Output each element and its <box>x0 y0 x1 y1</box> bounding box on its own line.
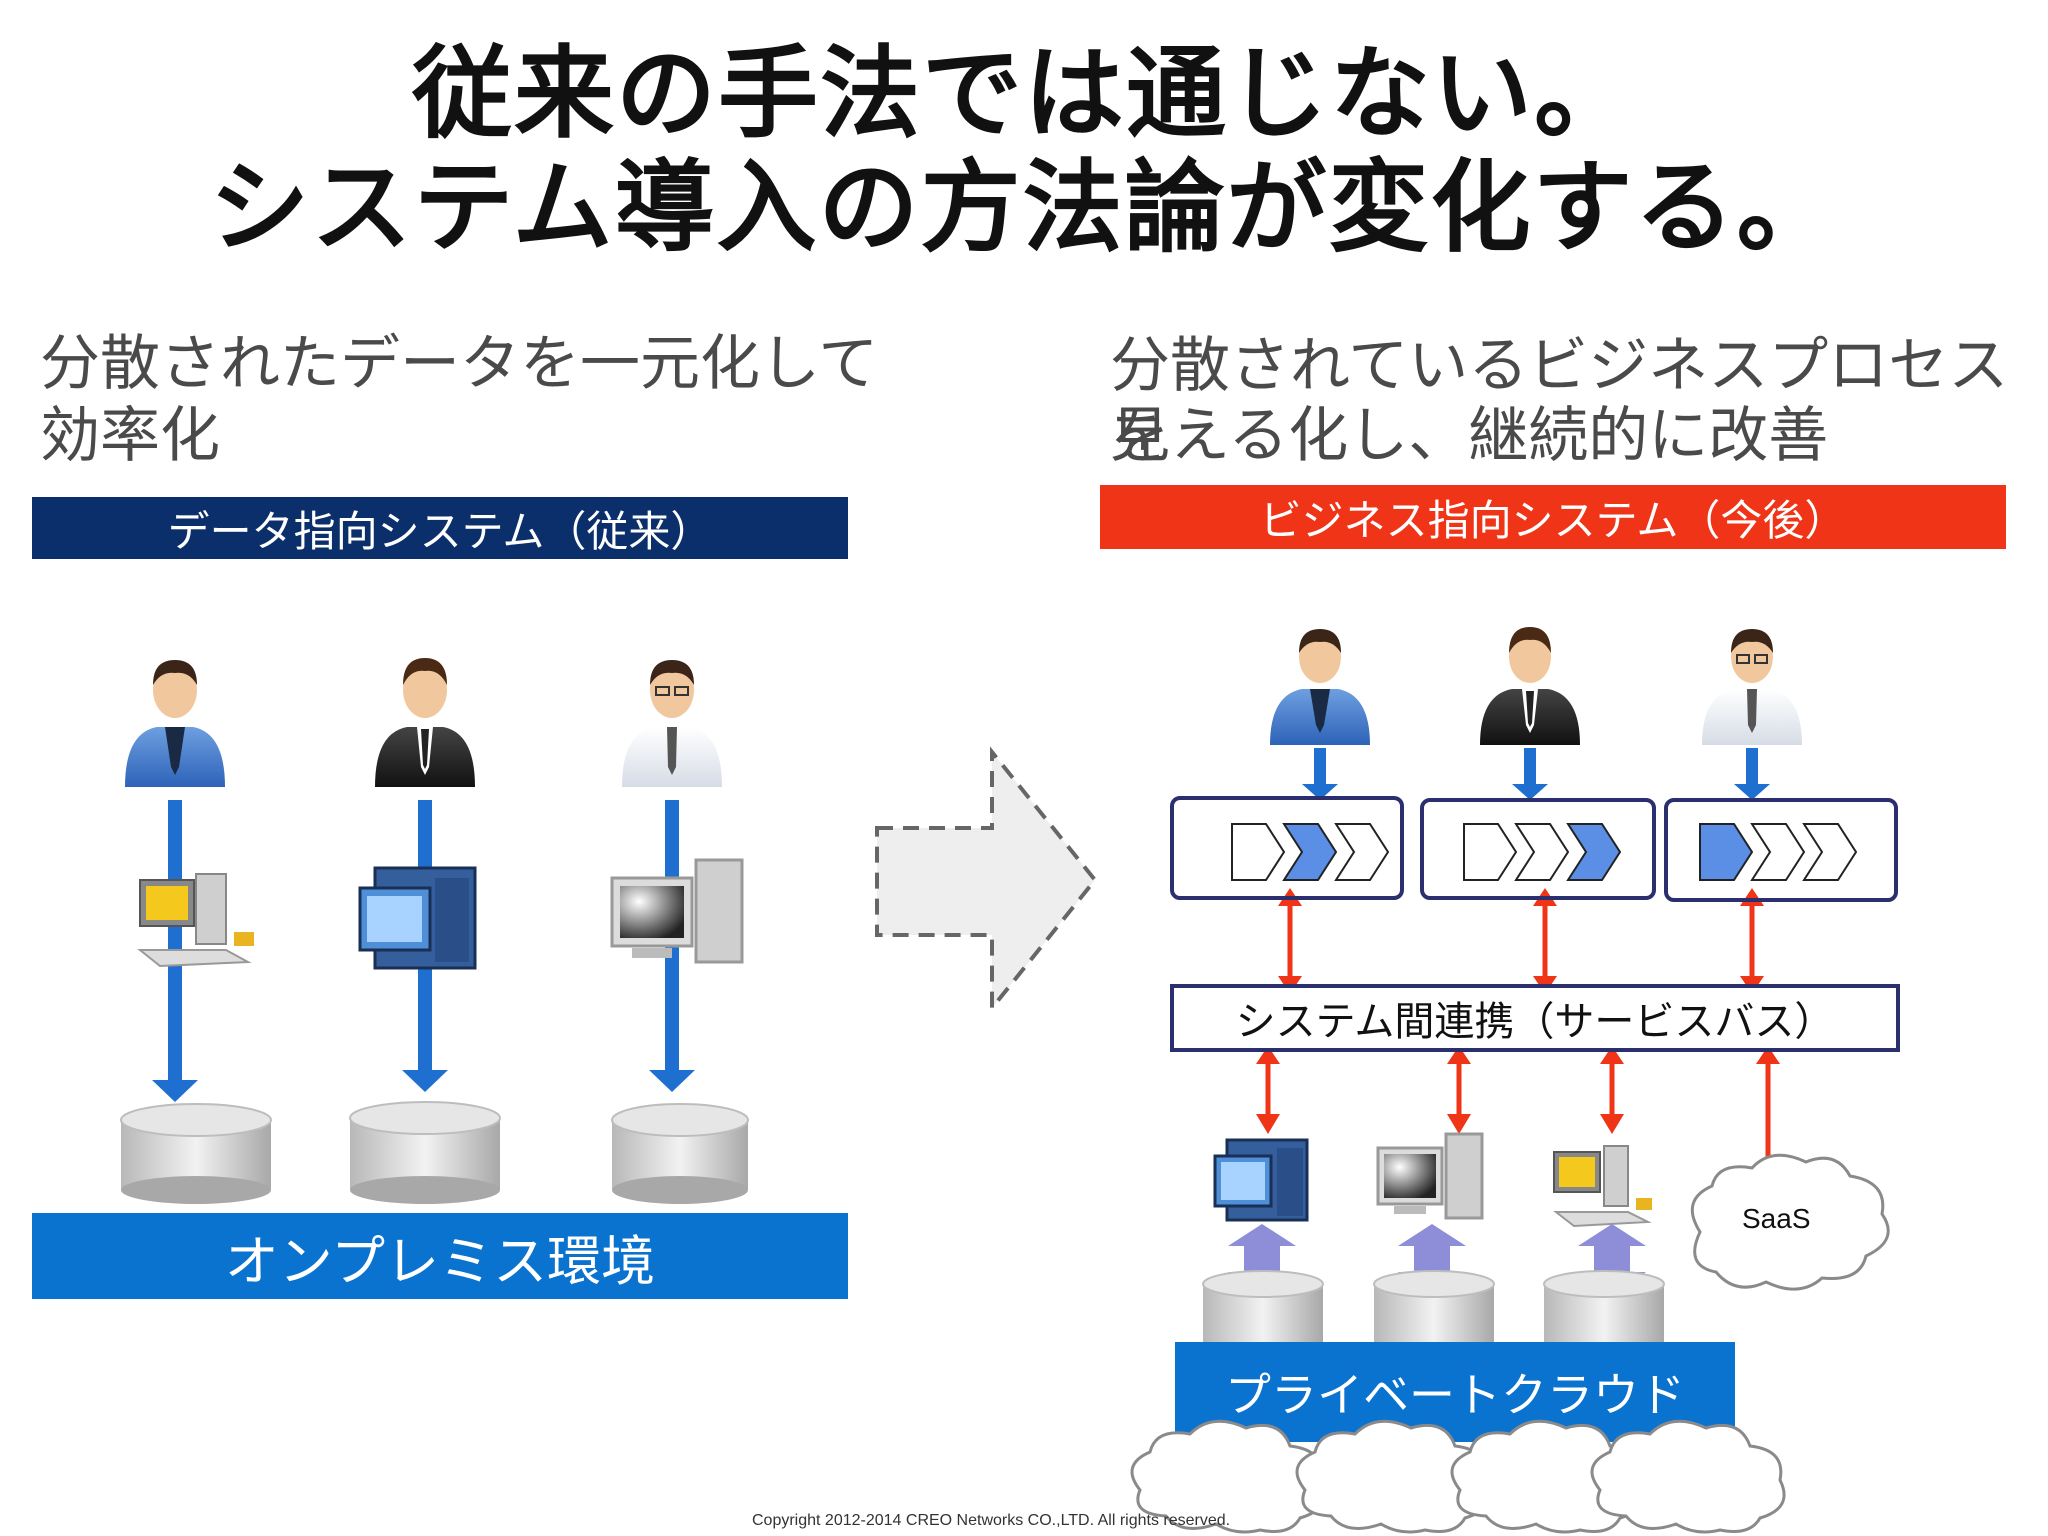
database-cylinder-2 <box>349 1101 501 1204</box>
person-white-icon-right <box>1702 629 1802 745</box>
database-cylinder-right-3 <box>1543 1270 1665 1342</box>
cloud-cluster <box>1130 1419 1786 1534</box>
process-chevrons-1 <box>1231 823 1390 881</box>
database-cylinder-3 <box>611 1103 749 1204</box>
link-arrow-system-2 <box>1447 1046 1471 1134</box>
slide-title-line-1: 従来の手法では通じない。 <box>412 35 1636 152</box>
link-arrow-system-1 <box>1256 1046 1280 1134</box>
saas-label: SaaS <box>1742 1203 1811 1234</box>
process-box-1 <box>1170 796 1404 900</box>
server-icon <box>358 866 477 970</box>
flow-arrow-right-1 <box>1302 784 1338 800</box>
process-chevrons-3 <box>1699 823 1858 881</box>
flow-arrow-right-2 <box>1512 784 1548 800</box>
desktop-pc-icon <box>137 873 254 968</box>
right-heading-line-1: 分散されているビジネスプロセスを <box>1110 331 2009 473</box>
database-cylinder-1 <box>120 1103 272 1204</box>
link-arrow-process-2 <box>1533 888 1557 994</box>
database-cylinder-right-2 <box>1373 1270 1495 1342</box>
right-banner: ビジネス指向システム（今後） <box>1100 485 2006 549</box>
left-heading-line-1: 分散されたデータを一元化して <box>40 329 879 399</box>
person-blue-icon <box>125 660 225 787</box>
person-blue-icon-right <box>1270 629 1370 745</box>
desktop-pc-icon-right <box>1553 1145 1652 1228</box>
left-heading-line-2: 効率化 <box>40 401 220 471</box>
copyright-text: Copyright 2012-2014 CREO Networks CO.,LT… <box>752 1512 1231 1529</box>
person-black-icon-right <box>1480 627 1580 745</box>
flow-arrow-right-3 <box>1734 784 1770 800</box>
link-arrow-process-3 <box>1740 888 1764 994</box>
process-box-3 <box>1664 798 1898 902</box>
person-black-icon <box>375 658 475 787</box>
on-premise-bar: オンプレミス環境 <box>32 1213 848 1299</box>
link-arrow-process-1 <box>1278 888 1302 994</box>
service-bus: システム間連携（サービスバス） <box>1170 984 1900 1052</box>
right-heading-line-2: 見える化し、継続的に改善 <box>1110 401 1829 471</box>
left-banner: データ指向システム（従来） <box>32 497 848 559</box>
person-white-icon <box>622 660 722 787</box>
server-icon-right <box>1213 1138 1309 1222</box>
database-cylinder-right-1 <box>1202 1270 1324 1342</box>
slide-title-line-2: システム導入の方法論が変化する。 <box>209 149 1839 266</box>
monitor-pc-icon-right <box>1376 1132 1484 1220</box>
process-chevrons-2 <box>1463 823 1622 881</box>
process-box-2 <box>1420 798 1656 900</box>
saas-cloud <box>1690 1153 1890 1291</box>
transition-arrow <box>875 746 1098 1014</box>
link-arrow-system-3 <box>1600 1046 1624 1134</box>
monitor-pc-icon <box>610 858 744 964</box>
